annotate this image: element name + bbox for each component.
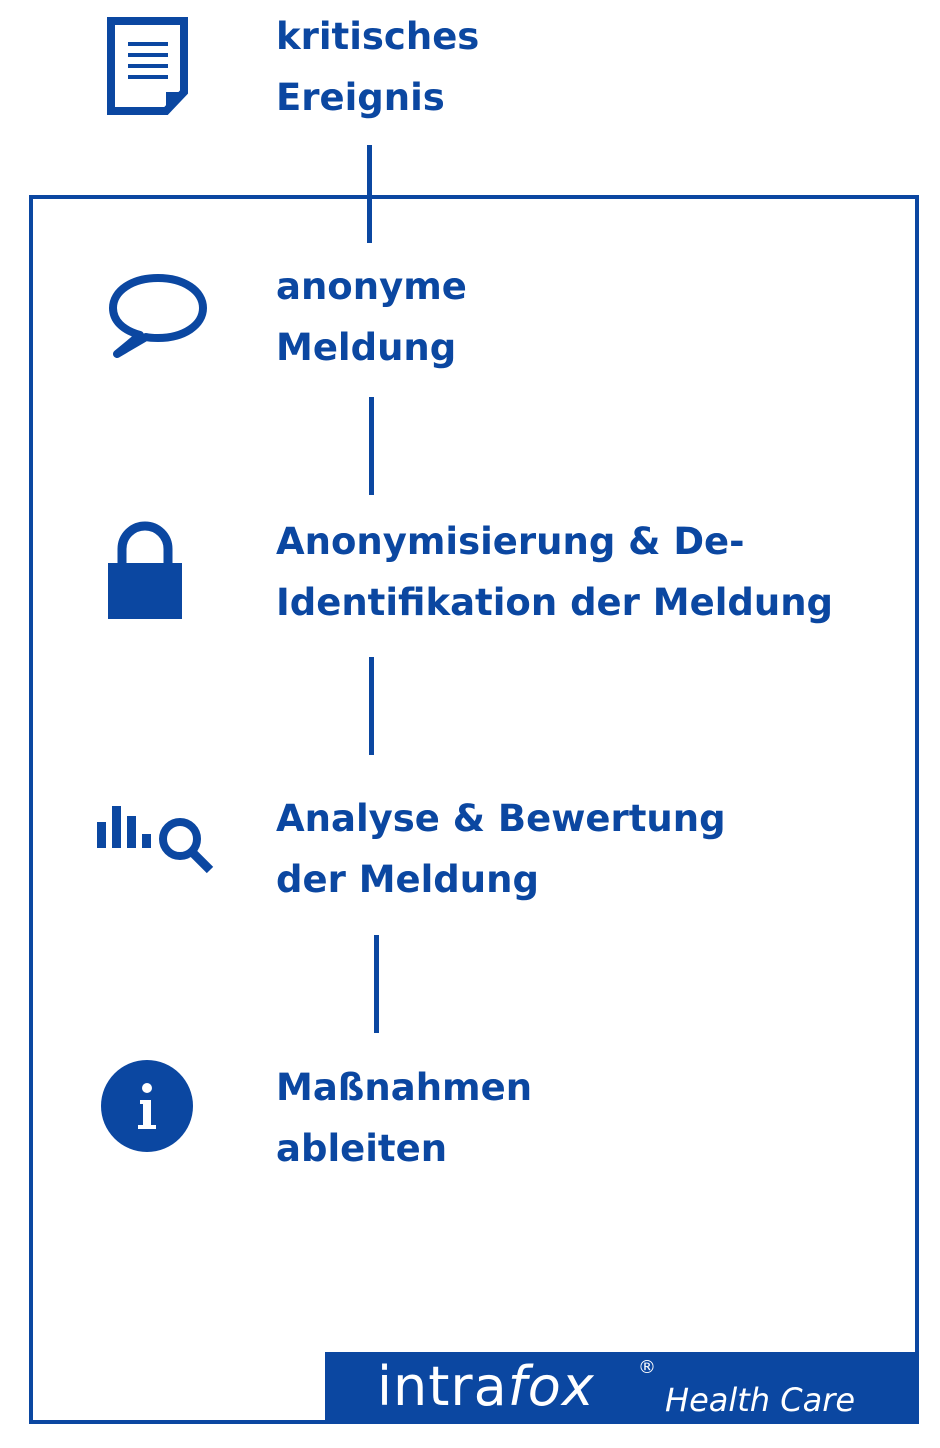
step-label-line: Meldung — [276, 326, 457, 369]
speech-bubble-icon — [109, 274, 207, 358]
analytics-search-icon — [97, 806, 214, 874]
step-label-line: der Meldung — [276, 858, 539, 901]
info-icon — [101, 1060, 193, 1152]
step-label-anonymization: Anonymisierung & De- Identifikation der … — [276, 511, 833, 633]
registered-mark: ® — [638, 1357, 656, 1378]
step-label-measures: Maßnahmen ableiten — [276, 1057, 532, 1179]
step-label-line: Ereignis — [276, 76, 445, 119]
logo-brand-name: intrafox — [377, 1352, 595, 1422]
document-icon — [107, 17, 188, 115]
connector-line-1 — [367, 145, 372, 243]
step-label-critical-event: kritisches Ereignis — [276, 6, 479, 128]
process-frame — [29, 195, 919, 1424]
step-label-line: kritisches — [276, 15, 480, 58]
connector-line-4 — [374, 935, 379, 1033]
step-label-analysis: Analyse & Bewertung der Meldung — [276, 788, 726, 910]
lock-icon — [108, 521, 182, 619]
step-label-anonymous-report: anonyme Meldung — [276, 256, 467, 378]
step-label-line: anonyme — [276, 265, 467, 308]
logo-subtitle: Health Care — [665, 1381, 856, 1419]
step-label-line: Identifikation der Meldung — [276, 581, 834, 624]
step-label-line: Anonymisierung & De- — [276, 520, 745, 563]
step-label-line: Maßnahmen — [276, 1066, 533, 1109]
intrafox-logo: intrafox ® Health Care — [325, 1352, 917, 1422]
step-label-line: ableiten — [276, 1127, 448, 1170]
logo-brand-italic: fox — [507, 1355, 595, 1418]
connector-line-2 — [369, 397, 374, 495]
connector-line-3 — [369, 657, 374, 755]
step-label-line: Analyse & Bewertung — [276, 797, 726, 840]
logo-brand-regular: intra — [377, 1355, 508, 1418]
